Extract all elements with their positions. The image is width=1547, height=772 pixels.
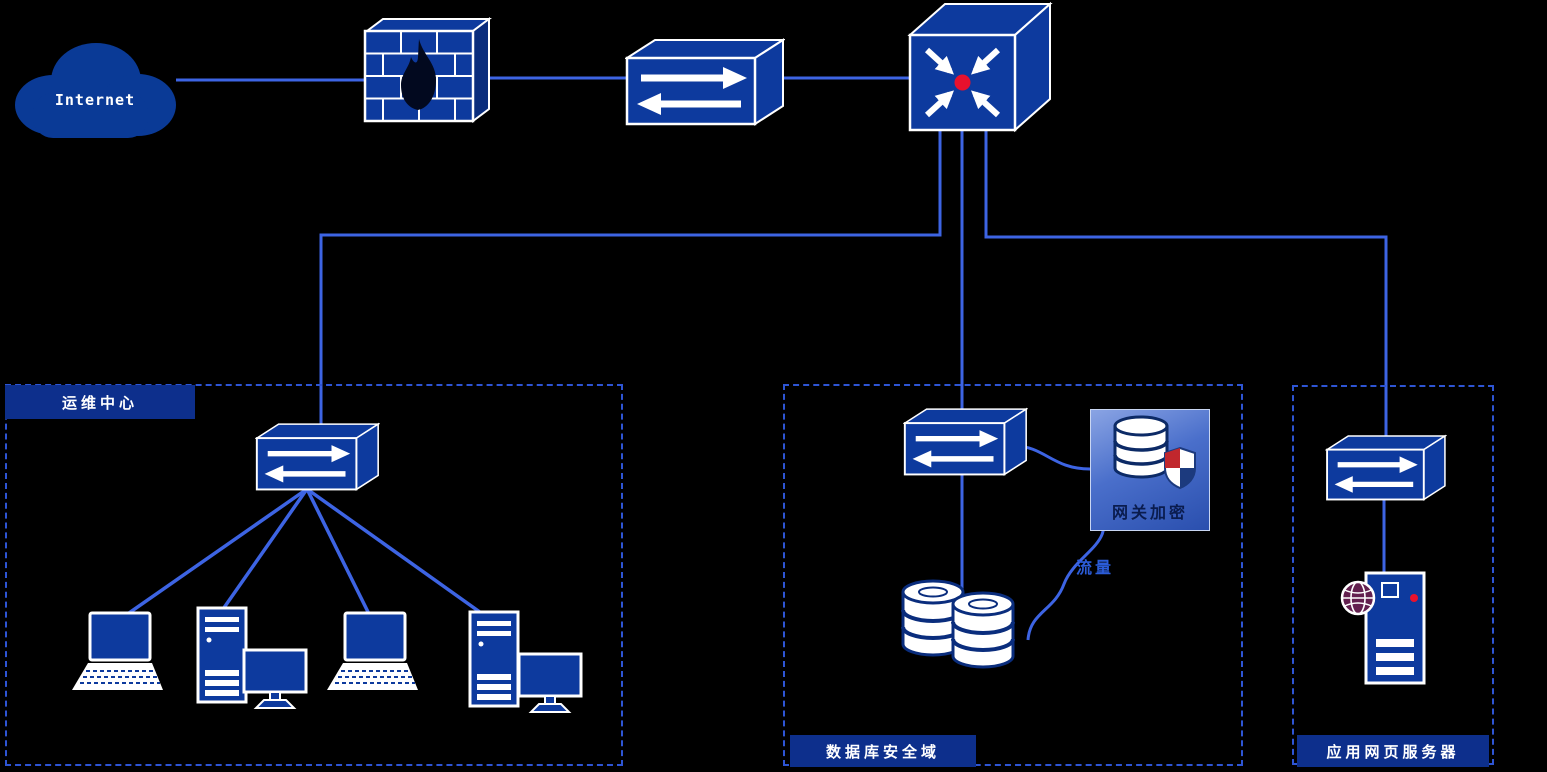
red-indicator <box>1410 594 1418 602</box>
web-server-icon <box>1340 571 1426 685</box>
edge-core-ops <box>319 130 942 430</box>
zone-label-db-security: 数据库安全域 <box>790 735 976 767</box>
internet-label: Internet <box>55 91 135 109</box>
monitor-icon <box>517 652 583 713</box>
traffic-label: 流量 <box>1076 558 1115 577</box>
core-switch-icon <box>907 1 1053 133</box>
database-cylinder <box>951 591 1015 669</box>
red-dot <box>954 74 971 91</box>
desktop-tower-icon <box>468 610 520 708</box>
zone-label-ops-center: 运维中心 <box>5 385 195 419</box>
edge-switch-icon <box>625 38 785 126</box>
internet-cloud-icon: Internet <box>15 43 176 138</box>
zone-label-text: 运维中心 <box>61 393 138 412</box>
encrypted-database-icon <box>1113 415 1196 490</box>
zone-label-app-web: 应用网页服务器 <box>1297 735 1489 767</box>
crossing-arrows <box>924 47 1001 118</box>
laptop-icon <box>72 611 163 690</box>
ops-switch-icon <box>255 422 380 491</box>
laptop-icon <box>327 611 418 690</box>
edge-ops-laptop1 <box>117 487 309 622</box>
zone-label-text: 应用网页服务器 <box>1326 742 1460 761</box>
edge-ops-desktop1 <box>219 487 309 614</box>
monitor-icon <box>242 648 308 709</box>
database-cluster-icon <box>901 579 1015 669</box>
edge-ops-laptop2 <box>305 488 374 621</box>
desktop-tower-icon <box>196 606 248 704</box>
edge-ops-desktop2 <box>305 487 493 622</box>
edge-core-app <box>984 130 1388 436</box>
zone-label-text: 数据库安全域 <box>825 742 940 761</box>
firewall-icon <box>363 17 492 123</box>
shield-icon <box>1164 446 1196 490</box>
gateway-encryption-label: 网关加密 <box>1111 503 1188 522</box>
zone-db-security <box>783 384 1243 766</box>
app-switch-icon <box>1325 434 1447 501</box>
globe-icon <box>1340 580 1376 616</box>
gateway-encryption-card: 网关加密 <box>1090 409 1210 531</box>
zone-ops-center <box>5 384 623 766</box>
flame-icon <box>401 39 436 110</box>
db-switch-icon <box>903 407 1028 476</box>
